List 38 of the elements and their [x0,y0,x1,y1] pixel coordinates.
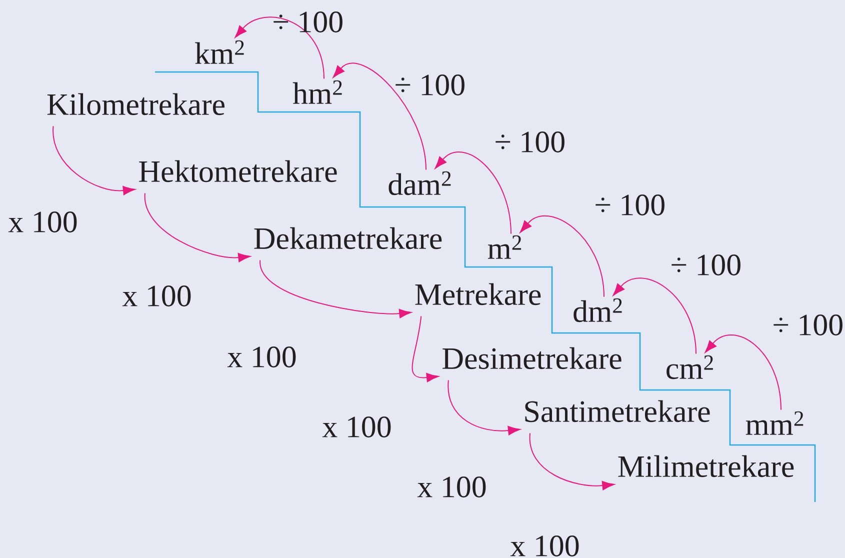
edge-label: x 100 [322,416,391,438]
edge-label: ÷ 100 [672,254,740,276]
arrow [332,62,426,170]
edge-label: ÷ 100 [274,12,342,32]
unit-name: Hektometrekare [139,160,337,182]
arrow [530,432,614,490]
unit-name: Dekametrekare [254,227,442,250]
arrow [704,334,782,410]
arrow [234,16,324,80]
unit-name: Desimetrekare [442,347,622,370]
arrow [448,380,520,436]
arrow [434,152,512,234]
unit-name: Santimetrekare [525,400,710,422]
unit-name: Milimetrekare [618,455,794,478]
unit-label: dam$^{2}$ [388,171,451,196]
edge-label: ÷ 100 [396,74,464,96]
arrow [520,216,604,298]
edge-label: ÷ 100 [496,132,564,152]
edge-label: x 100 [227,346,296,368]
unit-label: hm$^{2}$ [292,80,342,104]
unit-label: km$^{2}$ [195,40,244,64]
edge-label: ÷ 100 [596,194,664,216]
unit-name: Metrekare [415,283,541,306]
edge-label: x 100 [417,476,486,498]
arrow [412,316,439,382]
unit-name: Kilometrekare [47,93,224,116]
arrow [612,278,696,354]
edge-label: x 100 [510,536,579,556]
unit-label: cm$^{2}$ [666,355,713,380]
arrow [52,126,136,196]
arrow [260,260,412,318]
unit-label: m$^{2}$ [488,235,522,259]
unit-label: dm$^{2}$ [574,298,622,322]
edge-label: ÷ 100 [774,314,842,336]
unit-label: mm$^{2}$ [746,411,804,435]
edge-label: x 100 [122,286,191,306]
edge-label: x 100 [8,212,77,232]
arrow [144,192,250,262]
